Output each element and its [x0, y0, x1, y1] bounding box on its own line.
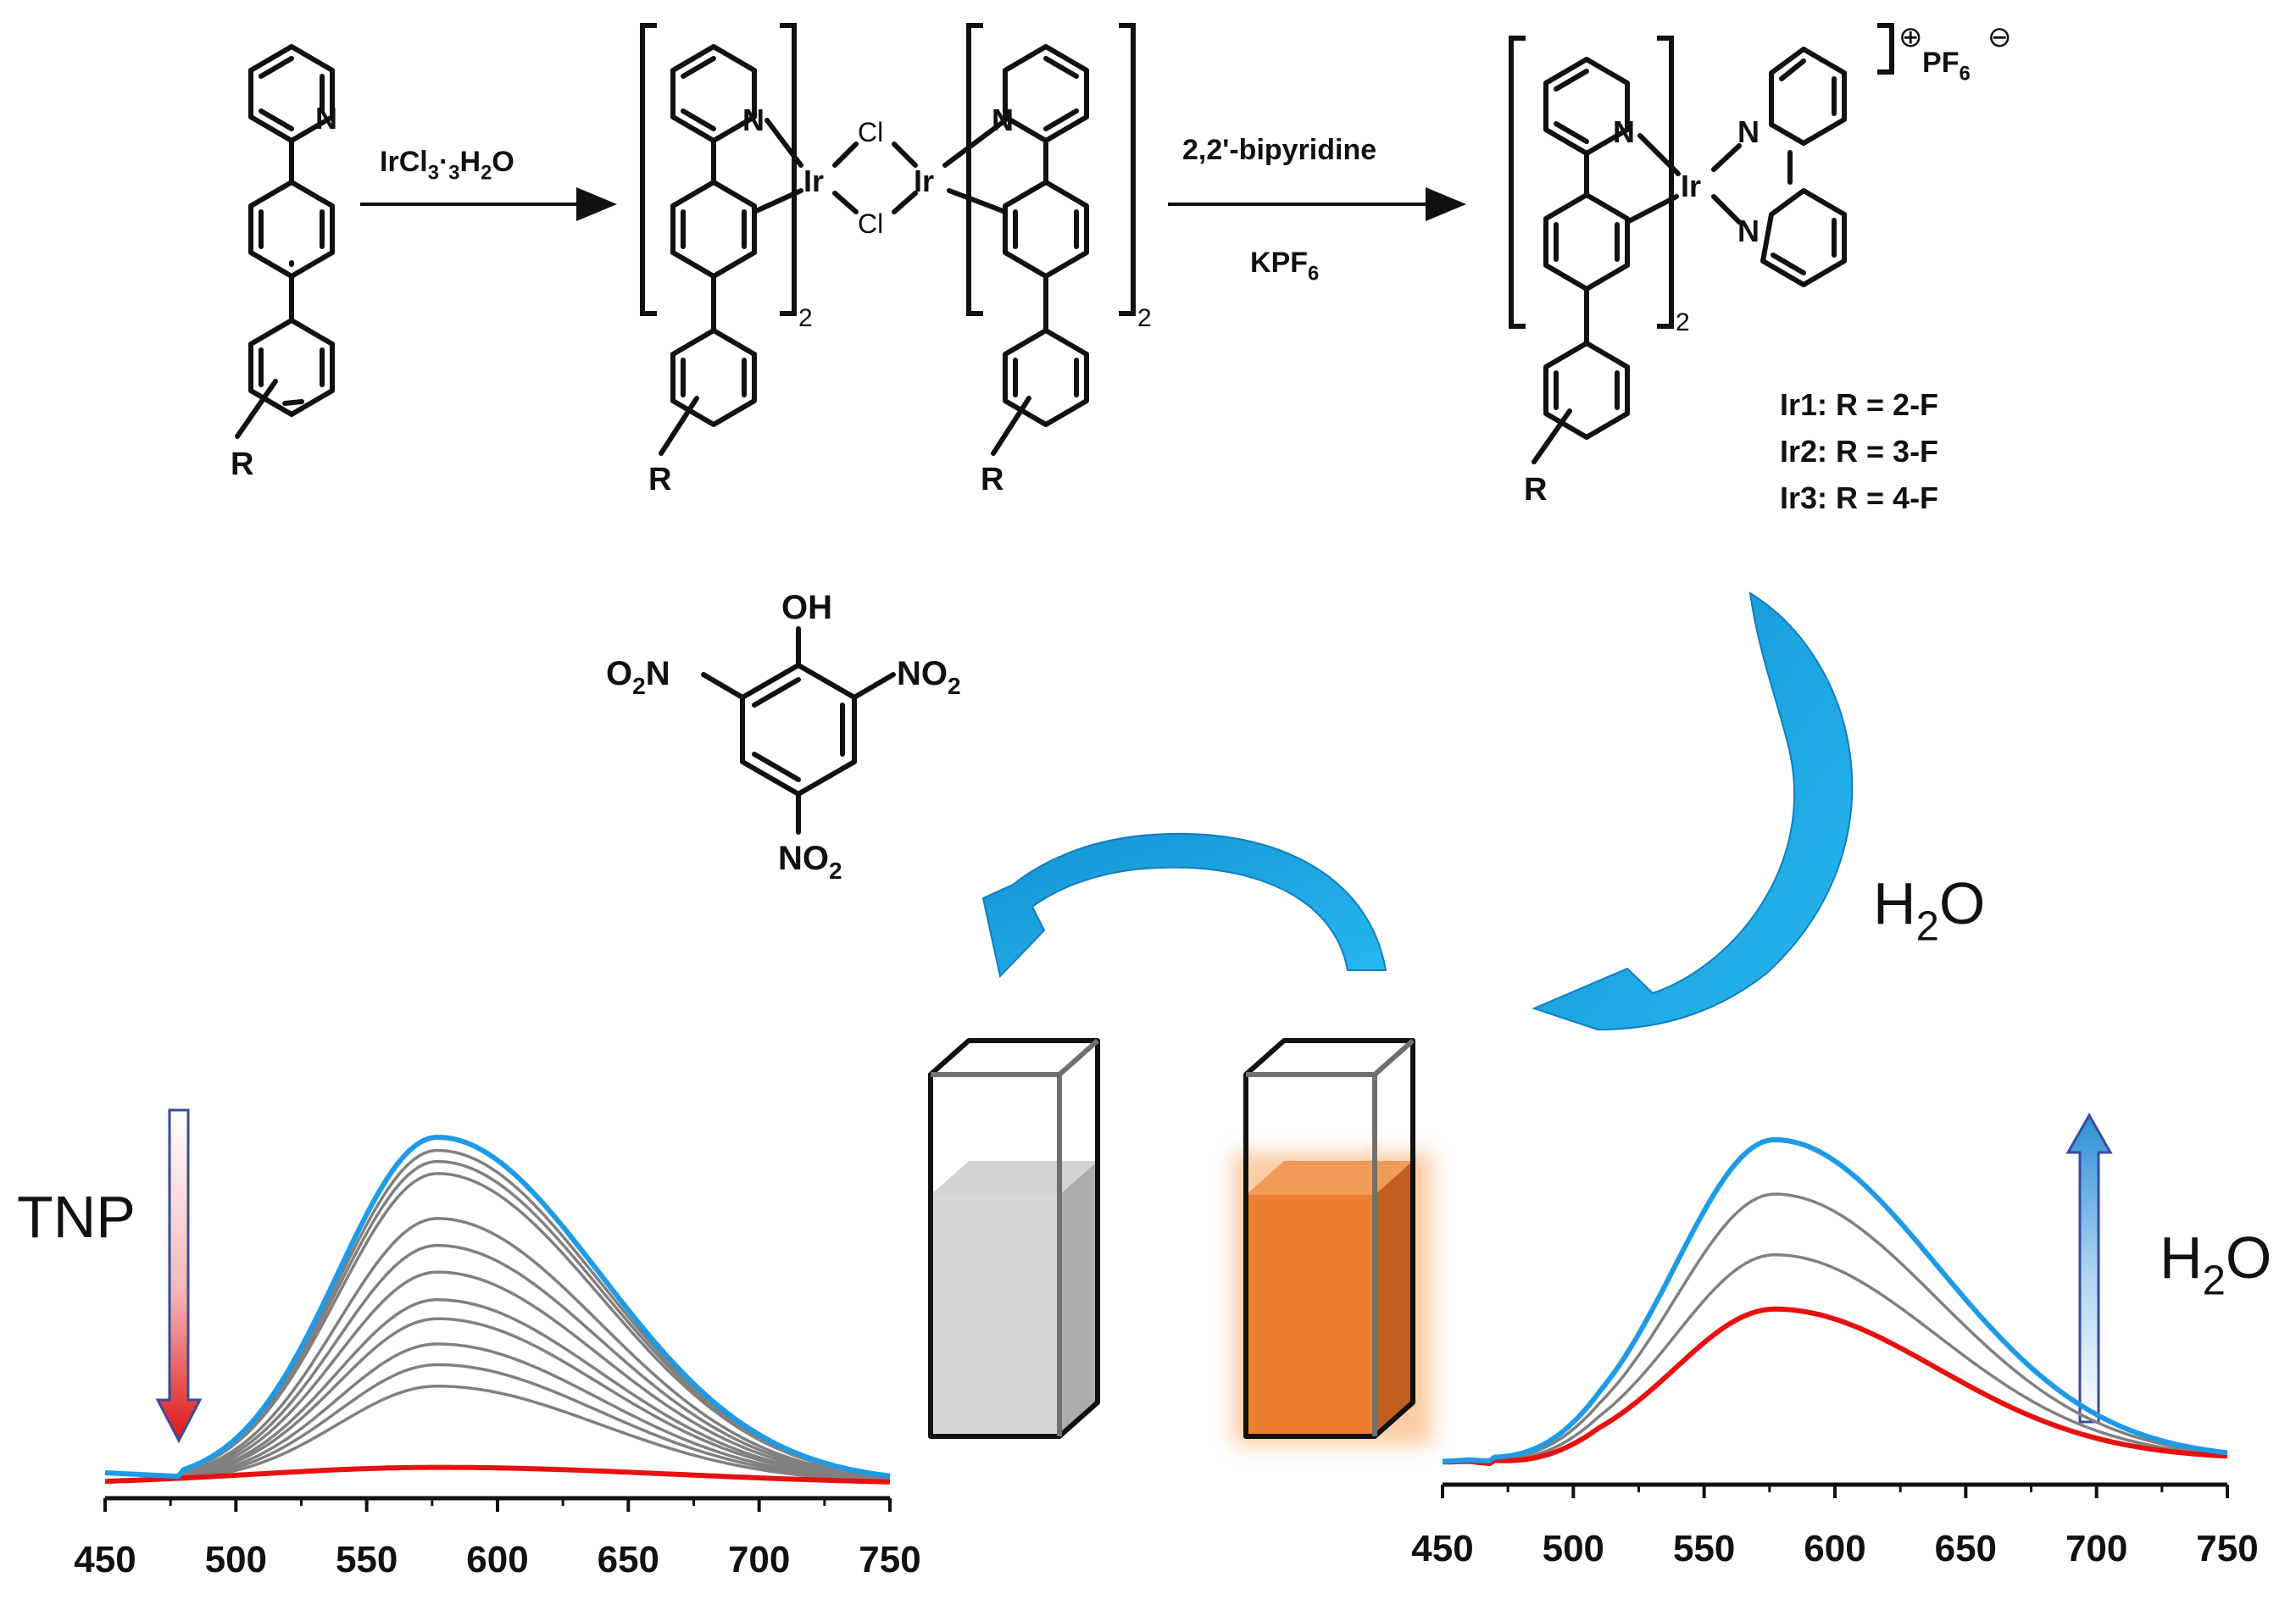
ligand-r-group: R: [231, 447, 253, 482]
counterion-pf6: PF6: [1922, 47, 1971, 86]
x-tick-label: 750: [859, 1539, 920, 1580]
x-tick-label: 500: [1543, 1528, 1604, 1569]
picric-oh: OH: [781, 589, 832, 626]
spectrum-line-intermediate: [1442, 1192, 2228, 1463]
spectrum-tnp-titration: 450 500 550 600 650 700 750: [74, 1135, 921, 1580]
x-tick-label: 450: [74, 1539, 136, 1580]
spectrum-line-intermediate: [104, 1270, 891, 1480]
water-increase-arrow: [2065, 1112, 2113, 1424]
chloride-bridge-top: Cl: [858, 117, 883, 147]
spectrum-line-intermediate: [1442, 1253, 2228, 1464]
spectrum-line-intermediate: [104, 1342, 891, 1482]
water-spectrum-label: H2O: [2160, 1224, 2271, 1304]
complex-label-ir1: Ir1: R = 2-F: [1780, 387, 1938, 422]
x-tick-label: 650: [598, 1539, 659, 1580]
cuvette-left-solution-top: [931, 1161, 1098, 1195]
curved-arrow-water: [1532, 591, 1854, 1031]
svg-text:R: R: [648, 462, 671, 497]
spectrum-water-titration: 450 500 550 600 650 700 750: [1411, 1136, 2259, 1569]
iridium-atom-left: Ir: [803, 164, 824, 198]
spectrum-line-min: [104, 1464, 891, 1485]
tnp-decrease-arrow: [155, 1108, 203, 1444]
curved-arrow-tnp: [981, 832, 1387, 979]
water-arrow-label: H2O: [1873, 870, 1985, 950]
ligand-n-atom: N: [315, 101, 337, 136]
spectrum-line-intermediate: [104, 1159, 891, 1479]
svg-text:2: 2: [798, 304, 813, 332]
cuvette-right-solution-side: [1375, 1161, 1413, 1436]
svg-text:2: 2: [1137, 304, 1152, 332]
x-tick-label: 550: [1673, 1528, 1735, 1569]
cuvette-right-solution-top: [1246, 1161, 1413, 1195]
x-tick-label: 550: [336, 1539, 397, 1580]
svg-text:R: R: [1524, 472, 1547, 508]
svg-text:N: N: [1737, 114, 1760, 149]
spectrum-line-intermediate: [104, 1298, 891, 1481]
spectrum-line-intermediate: [104, 1317, 891, 1481]
cuvette-left-solution-side: [1059, 1161, 1098, 1436]
chloride-bridge-bottom: Cl: [858, 208, 883, 239]
reagent-ircl3: IrCl3·3H2O: [380, 146, 514, 185]
picric-acid-structure: OH O2N NO2 NO2: [606, 589, 961, 884]
cuvette-emissive: [1233, 1038, 1432, 1445]
cuvette-quenched: [928, 1038, 1100, 1439]
x-tick-label: 650: [1935, 1528, 1997, 1569]
svg-text:R: R: [981, 462, 1003, 497]
spectrum-line-intermediate: [104, 1172, 891, 1479]
cuvette-left-solution-front: [931, 1195, 1059, 1436]
complex-label-ir2: Ir2: R = 3-F: [1780, 434, 1938, 469]
spectrum-line-intermediate: [104, 1243, 891, 1480]
spectrum-line-min: [1442, 1306, 2228, 1467]
iridium-atom-right: Ir: [914, 164, 934, 198]
x-tick-label: 500: [205, 1539, 267, 1580]
x-tick-label: 600: [1804, 1528, 1865, 1569]
x-tick-label: 750: [2196, 1528, 2258, 1569]
iridium-complex-structure: 2 N R Ir N N ⊕ PF6 ⊖ Ir1: R =: [1509, 21, 2012, 515]
complex-label-ir3: Ir3: R = 4-F: [1780, 480, 1938, 515]
picric-no2-bottom: NO2: [778, 840, 842, 884]
svg-text:2: 2: [1676, 308, 1690, 336]
reagent-bipyridine: 2,2'-bipyridine: [1182, 134, 1376, 166]
x-tick-label: 600: [466, 1539, 528, 1580]
iridium-atom-complex: Ir: [1681, 169, 1701, 203]
x-tick-label: 700: [2065, 1528, 2127, 1569]
spectrum-line-max: [104, 1135, 891, 1480]
charge-plus: ⊕: [1899, 21, 1923, 53]
spectrum-line-intermediate: [104, 1217, 891, 1480]
x-tick-label: 450: [1411, 1528, 1473, 1569]
svg-text:N: N: [1613, 114, 1635, 149]
spectrum-line-max: [1442, 1136, 2228, 1464]
cuvette-right-solution-front: [1246, 1195, 1375, 1436]
spectrum-line-intermediate: [104, 1385, 891, 1483]
x-tick-label: 700: [728, 1539, 790, 1580]
svg-text:N: N: [1737, 214, 1760, 248]
picric-no2-right: NO2: [897, 655, 961, 699]
picric-no2-left: O2N: [606, 655, 670, 699]
reagent-kpf6: KPF6: [1250, 247, 1319, 286]
svg-text:N: N: [742, 103, 764, 137]
ligand-structure: N R: [231, 44, 337, 482]
iridium-dimer-structure: 2 N R Ir Cl Cl Ir 2 N: [640, 23, 1152, 497]
tnp-label: TNP: [17, 1184, 136, 1250]
spectrum-line-intermediate: [104, 1363, 891, 1482]
charge-minus: ⊖: [1987, 21, 2012, 53]
